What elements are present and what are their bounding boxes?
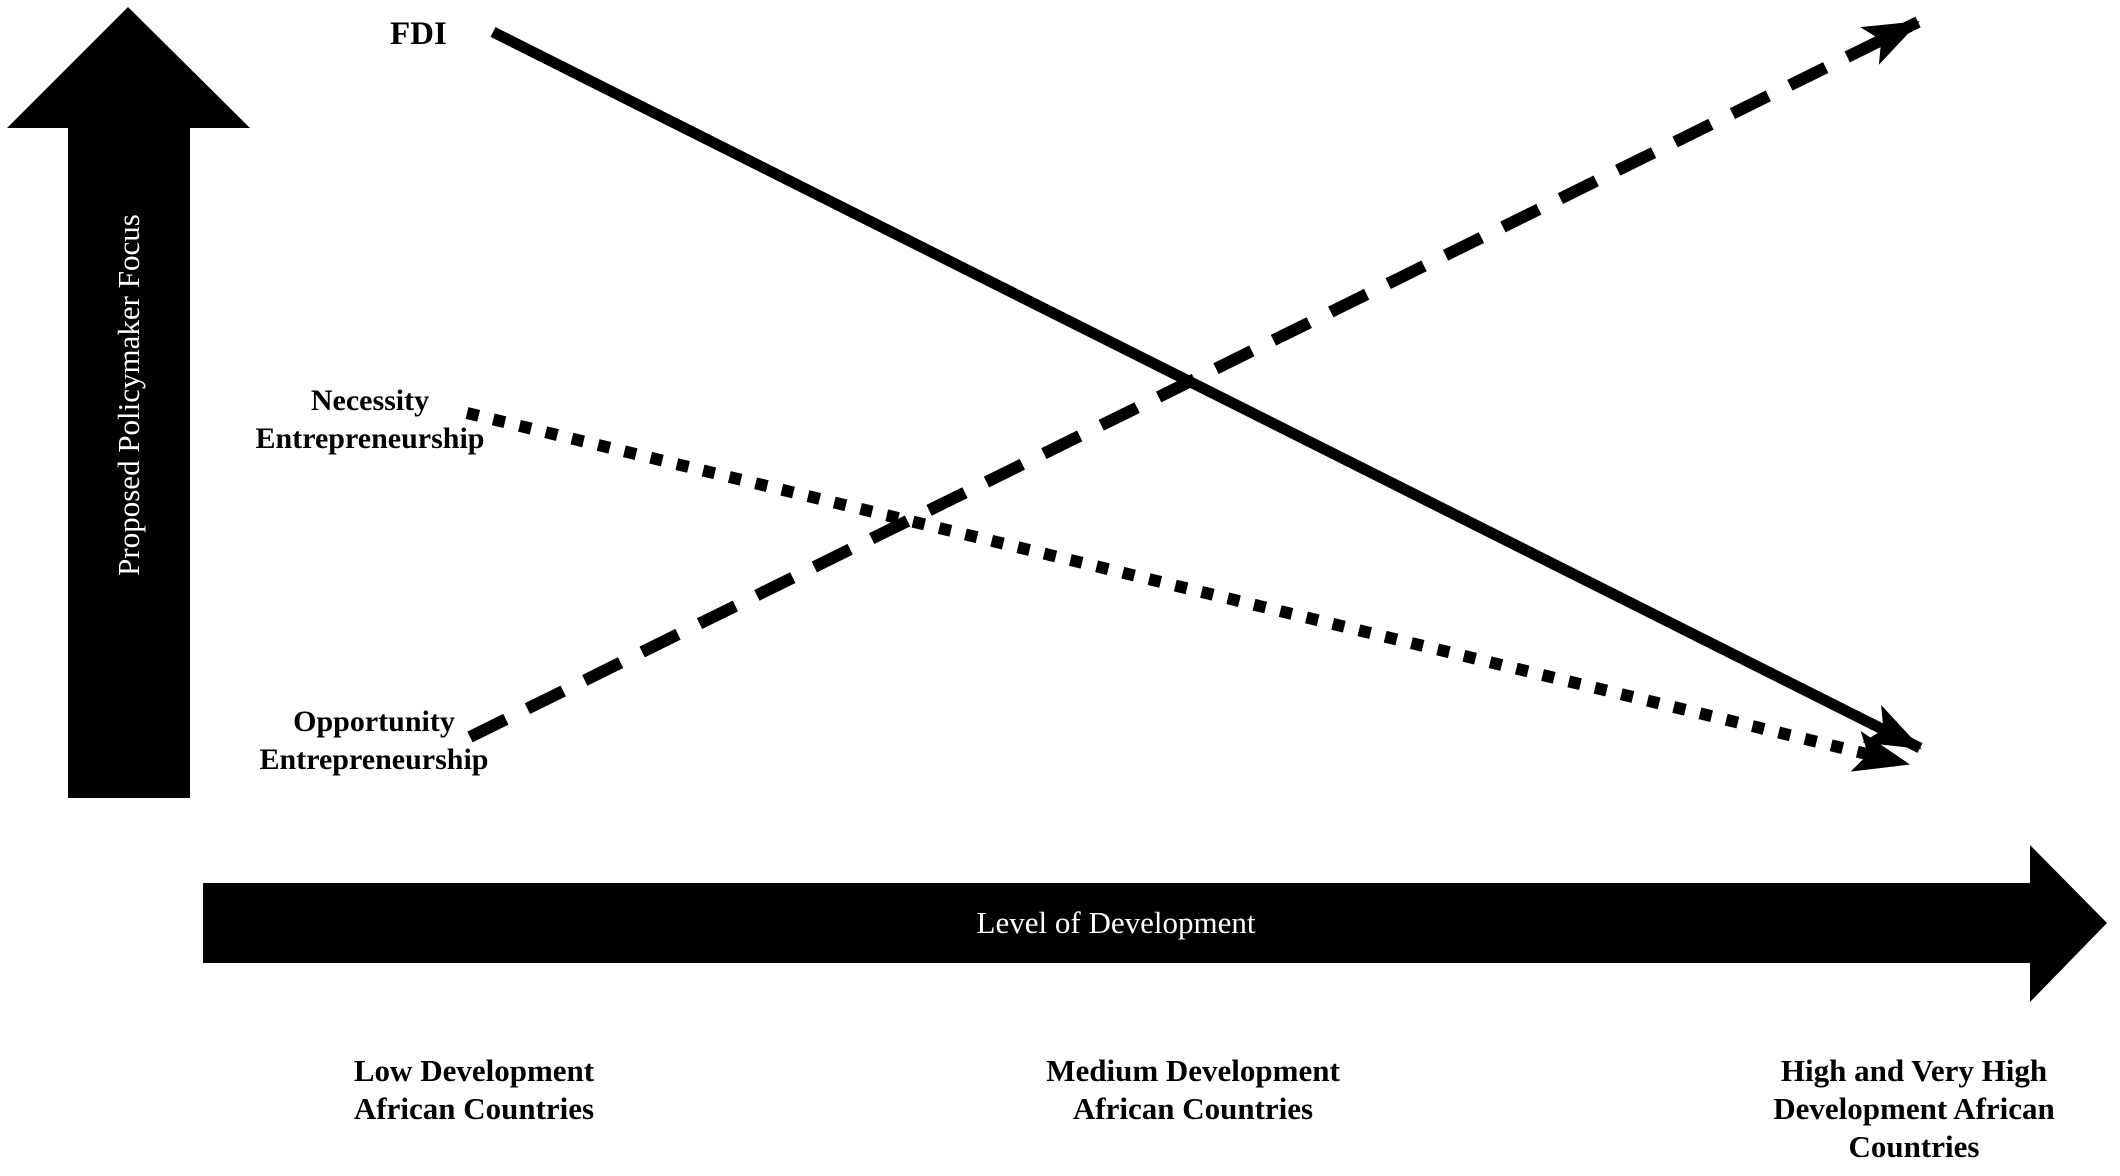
x-axis-label: Level of Development (976, 905, 1256, 940)
opportunity-label-line2: Entrepreneurship (259, 743, 489, 776)
opportunity-label-line1: Opportunity (293, 705, 455, 738)
category-low-line2: African Countries (353, 1091, 595, 1126)
fdi-series-label: FDI (390, 16, 447, 52)
y-axis-arrow (7, 7, 250, 798)
category-low-line1: Low Development (353, 1053, 595, 1088)
x-axis-arrow (203, 845, 2107, 1002)
opportunity-entrepreneurship-series-label: Opportunity Entrepreneurship (260, 703, 489, 779)
necessity-entrepreneurship-series-label: Necessity Entrepreneurship (256, 382, 485, 458)
y-axis-label: Proposed Policymaker Focus (111, 214, 146, 576)
necessity-label-line2: Entrepreneurship (255, 422, 485, 455)
category-high-line2: Development African (1773, 1091, 2055, 1126)
category-high-line3: Countries (1848, 1129, 1980, 1164)
category-high-line1: High and Very High (1780, 1053, 2048, 1088)
necessity-label-line1: Necessity (310, 384, 430, 417)
category-medium-line1: Medium Development (1046, 1053, 1340, 1088)
fdi-line (490, 27, 1923, 753)
category-high-development: High and Very High Development African C… (1734, 1052, 2094, 1166)
category-medium-development: Medium Development African Countries (1013, 1052, 1373, 1128)
necessity-entrepreneurship-line (465, 407, 1910, 772)
category-medium-line2: African Countries (1072, 1091, 1314, 1126)
category-low-development: Low Development African Countries (294, 1052, 654, 1128)
